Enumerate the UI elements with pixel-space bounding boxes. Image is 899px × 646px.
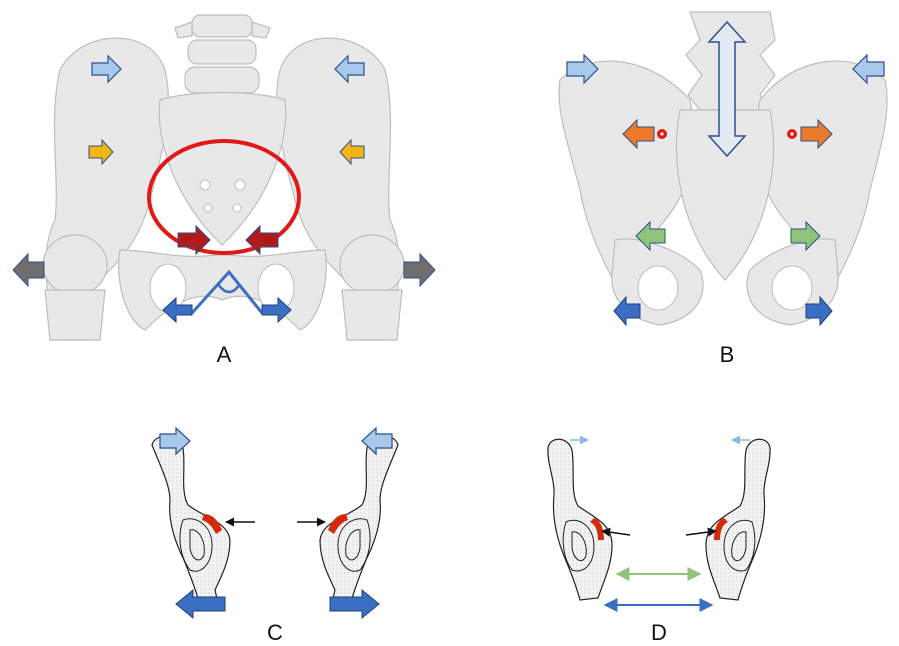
panel-b: B [559, 12, 887, 367]
hip-bone-right [320, 436, 398, 606]
obturator-foramen [638, 266, 678, 310]
panel-a: A [13, 15, 435, 367]
arrow-icon [404, 254, 435, 286]
panel-label-d: D [651, 620, 667, 645]
hip-bone-left [152, 436, 230, 606]
pivot-dot-center [660, 132, 663, 135]
arrow-icon [13, 254, 44, 286]
hip-bone-right [706, 439, 770, 600]
hip-bone-left [548, 439, 612, 600]
panel-label-b: B [720, 342, 735, 367]
pivot-dot-center [790, 132, 793, 135]
panel-label-a: A [217, 342, 232, 367]
panel-label-c: C [267, 620, 283, 645]
panel-c: C [152, 428, 398, 645]
obturator-foramen [772, 266, 812, 310]
panel-d: D [548, 439, 770, 645]
